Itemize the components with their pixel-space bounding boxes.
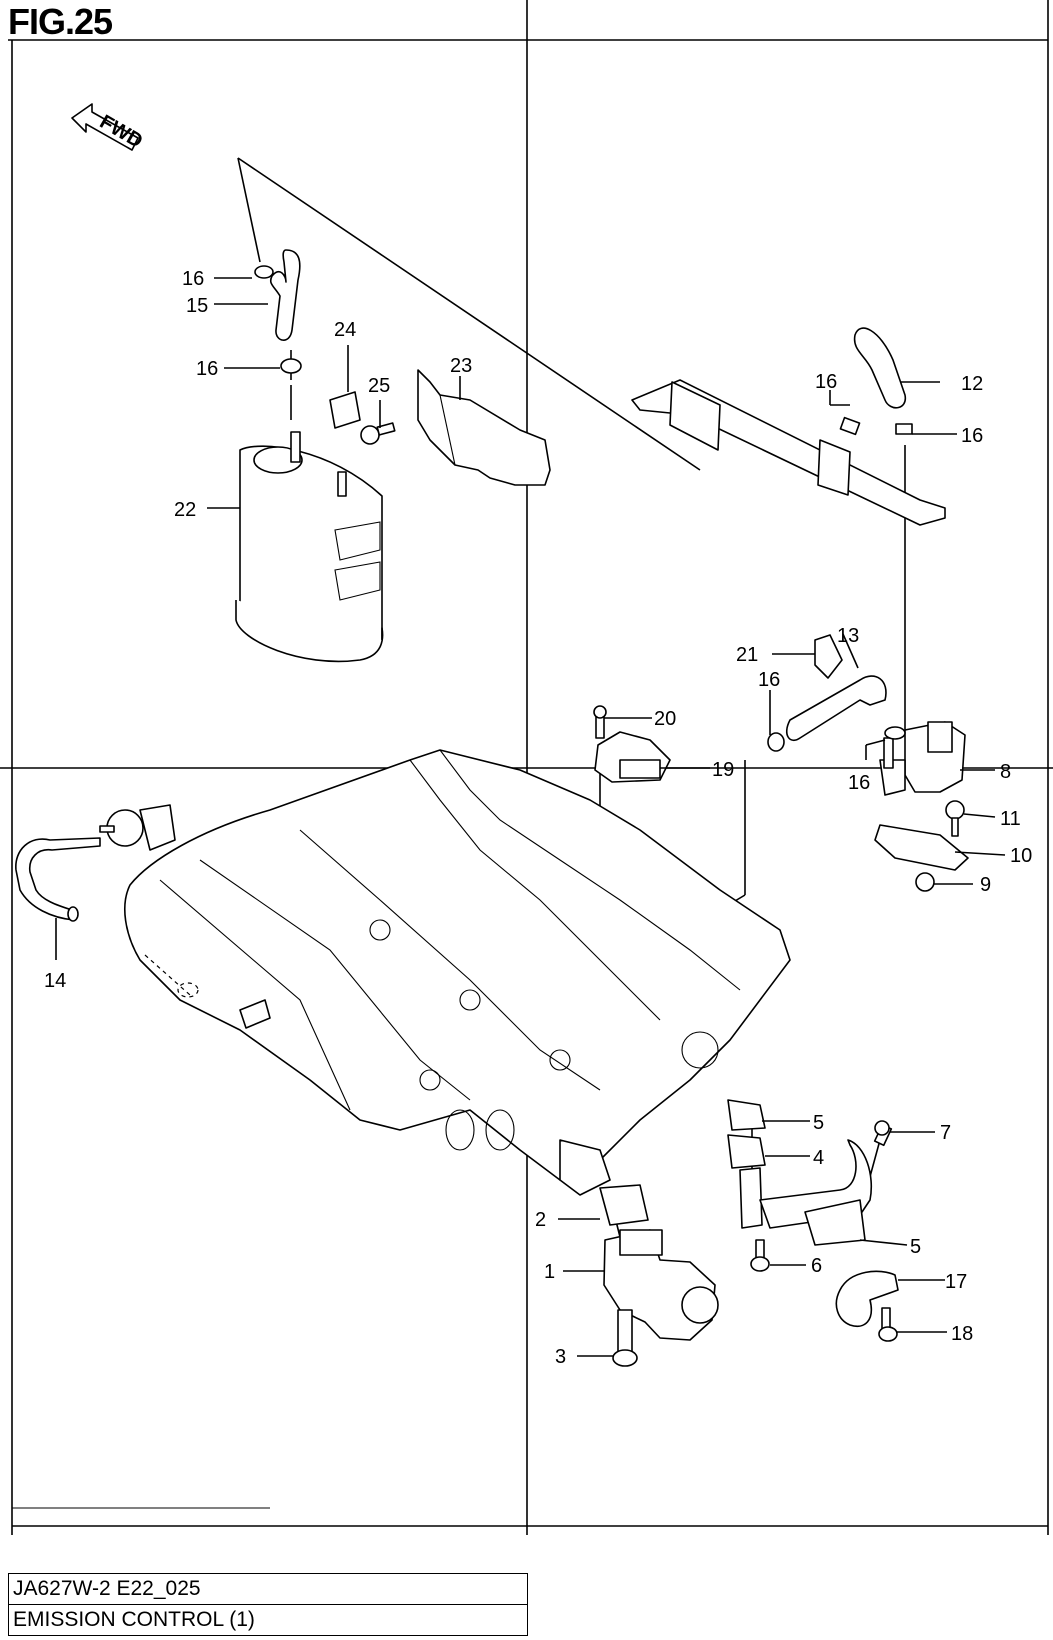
bolt-25 [360, 422, 396, 445]
caption-box: JA627W-2 E22_025 EMISSION CONTROL (1) [8, 1573, 528, 1636]
hose-15 [254, 249, 302, 374]
callout-16: 16 [196, 358, 218, 380]
callout-1: 1 [544, 1261, 555, 1283]
callout-11: 11 [1000, 808, 1021, 830]
callout-9: 9 [980, 874, 991, 896]
bolt-3 [612, 1309, 638, 1367]
callout-labels: 16 15 16 24 25 23 22 16 12 16 13 21 16 2… [44, 268, 1032, 1368]
callout-16: 16 [815, 371, 837, 393]
bolt-6 [750, 1239, 770, 1272]
callout-2: 2 [535, 1209, 546, 1231]
caption-code: JA627W-2 E22_025 [13, 1577, 201, 1600]
egr-pipe [739, 1139, 872, 1246]
callout-14: 14 [44, 970, 66, 992]
gasket-2 [599, 1184, 649, 1226]
valve-left [99, 804, 176, 851]
callout-17: 17 [945, 1271, 967, 1293]
bracket-23 [417, 369, 551, 486]
callout-18: 18 [951, 1323, 973, 1345]
callout-19: 19 [712, 759, 734, 781]
hose-13 [767, 675, 887, 752]
callout-15: 15 [186, 295, 208, 317]
clamp-17 [835, 1270, 899, 1327]
sensor-19 [594, 731, 671, 783]
callout-16: 16 [758, 669, 780, 691]
callout-20: 20 [654, 708, 676, 730]
callout-23: 23 [450, 355, 472, 377]
callout-16: 16 [961, 425, 983, 447]
clip-21 [814, 634, 843, 679]
fwd-arrow-icon: FWD [71, 103, 146, 153]
canister-22 [235, 431, 384, 663]
callout-24: 24 [334, 319, 356, 341]
gasket-5-upper [727, 1099, 766, 1131]
caption-name: EMISSION CONTROL (1) [9, 1604, 527, 1635]
bolt-7 [873, 1120, 893, 1147]
callout-13: 13 [837, 625, 859, 647]
leader-lines [55, 277, 1006, 1357]
valve-8 [879, 721, 966, 796]
intake-manifold [124, 749, 791, 1196]
cover-24 [329, 345, 361, 429]
callout-3: 3 [555, 1346, 566, 1368]
callout-22: 22 [174, 499, 196, 521]
callout-4: 4 [813, 1147, 824, 1169]
callout-7: 7 [940, 1122, 951, 1144]
bracket-10 [874, 824, 969, 871]
callout-16: 16 [848, 772, 870, 794]
callout-5: 5 [813, 1112, 824, 1134]
callout-8: 8 [1000, 761, 1011, 783]
pipe-assembly [631, 327, 946, 526]
callout-21: 21 [736, 644, 758, 666]
callout-16: 16 [182, 268, 204, 290]
bolt-20 [593, 705, 607, 739]
callout-6: 6 [811, 1255, 822, 1277]
hose-14 [15, 837, 101, 922]
callout-5: 5 [910, 1236, 921, 1258]
frame-lines [0, 0, 1053, 1535]
callout-10: 10 [1010, 845, 1032, 867]
nut-9 [915, 872, 935, 892]
callout-12: 12 [961, 373, 983, 395]
gasket-4 [727, 1134, 766, 1169]
bolt-18 [878, 1307, 898, 1342]
callout-25: 25 [368, 375, 390, 397]
bolt-11 [945, 800, 965, 837]
fwd-label: FWD [96, 111, 146, 153]
figure-title: FIG.25 [8, 1, 113, 42]
